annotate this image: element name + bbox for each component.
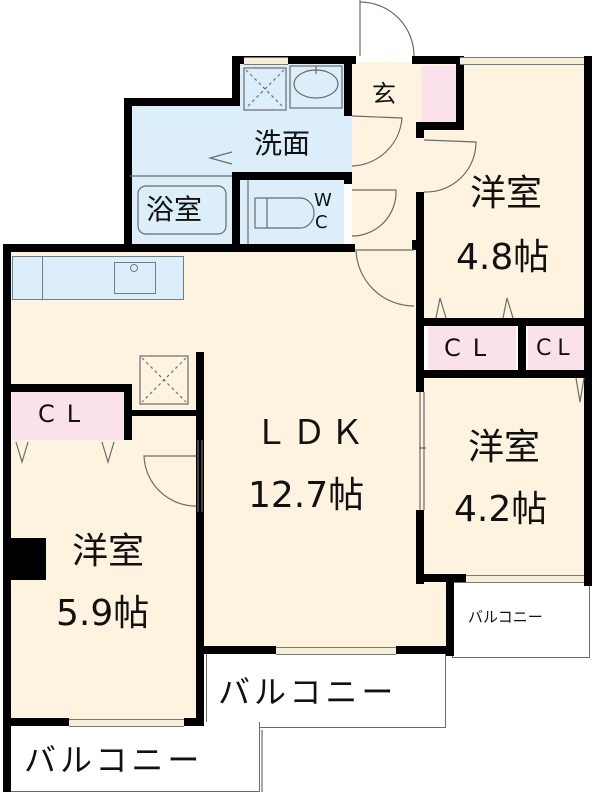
closet-ne-2-label: CL xyxy=(536,336,576,361)
balcony-south xyxy=(206,652,446,728)
wall xyxy=(344,172,352,184)
kitchen-sink xyxy=(114,262,156,294)
window-bedroom-e xyxy=(466,575,584,583)
closet-ne-1-label: CL xyxy=(444,334,499,362)
bedroom-ne-name: 洋室 xyxy=(470,173,543,214)
bedroom-w-size: 5.9帖 xyxy=(56,593,150,634)
wall xyxy=(232,56,356,64)
wall xyxy=(412,56,460,64)
bedroom-e-name: 洋室 xyxy=(468,427,541,468)
wall xyxy=(416,370,592,378)
bedroom-e-size: 4.2帖 xyxy=(454,489,548,530)
wall xyxy=(456,56,464,130)
balcony-south-label: バルコニー xyxy=(218,673,398,711)
washroom-label: 洗面 xyxy=(254,127,311,160)
window-bedroom-ne xyxy=(460,57,584,65)
wall xyxy=(3,718,69,726)
wall xyxy=(232,56,240,106)
wall xyxy=(124,98,132,250)
wall xyxy=(344,56,352,116)
bedroom-e-floor xyxy=(422,378,590,578)
wall xyxy=(416,318,592,326)
wall xyxy=(416,510,424,584)
balcony-southwest-label: バルコニー xyxy=(24,741,204,779)
toilet-area xyxy=(236,178,344,244)
wall xyxy=(200,646,276,654)
wall xyxy=(128,410,200,416)
closet-ne-1 xyxy=(428,322,516,370)
closet-w-label: CL xyxy=(38,400,93,428)
window-ldk xyxy=(276,647,396,655)
closet-ne-2 xyxy=(528,322,588,370)
closet-entry xyxy=(422,66,456,124)
bath-label: 浴室 xyxy=(146,193,203,226)
pillar xyxy=(8,538,46,580)
wall xyxy=(416,122,464,130)
toilet-label-w: W xyxy=(314,190,332,211)
toilet-label-c: C xyxy=(315,212,328,233)
wall xyxy=(446,574,454,656)
window-bedroom-w xyxy=(69,719,184,727)
ldk-size: 12.7帖 xyxy=(248,475,365,516)
wall xyxy=(232,172,352,180)
wall xyxy=(3,244,355,252)
wall xyxy=(124,98,238,106)
wall xyxy=(184,718,204,726)
wall xyxy=(396,646,454,654)
bedroom-w-name: 洋室 xyxy=(72,531,145,572)
wall xyxy=(232,172,240,250)
wall xyxy=(416,574,466,582)
kitchen-divider xyxy=(42,256,43,300)
wall xyxy=(416,192,424,392)
window-washroom xyxy=(244,57,288,65)
wall xyxy=(416,122,424,138)
genkan-label: 玄 xyxy=(372,80,396,108)
kitchen-faucet xyxy=(130,264,138,272)
wall xyxy=(196,352,204,726)
wall xyxy=(8,384,132,392)
balcony-southwest xyxy=(10,722,260,792)
wall xyxy=(3,244,11,792)
bedroom-ne-size: 4.8帖 xyxy=(456,237,550,278)
balcony-east-label: バルコニー xyxy=(468,608,543,626)
bath-area xyxy=(130,104,236,244)
wall xyxy=(518,318,526,376)
closet-w xyxy=(12,392,124,440)
ldk-name: ＬＤＫ xyxy=(254,413,368,453)
